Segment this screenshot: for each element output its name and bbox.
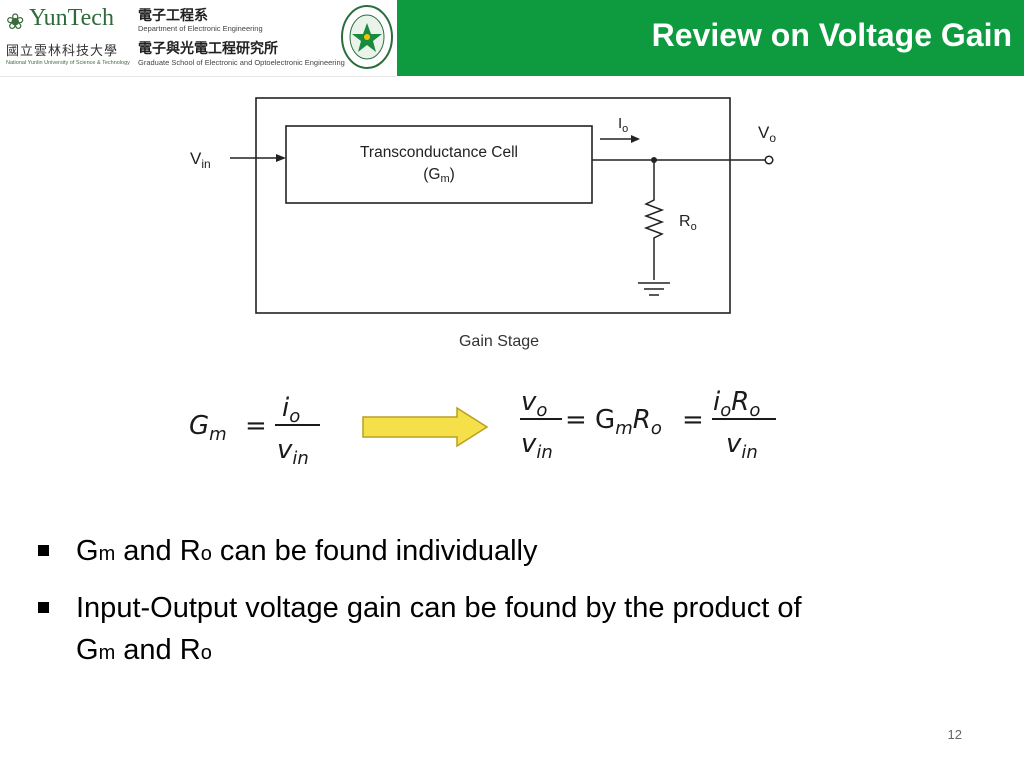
flower-logo-icon: ❀: [6, 9, 25, 34]
formula-vin-1: vin: [277, 435, 309, 469]
formula-io: io: [282, 393, 300, 427]
slide-title: Review on Voltage Gain: [651, 17, 1012, 53]
gain-stage-caption: Gain Stage: [459, 333, 539, 350]
title-bar: Review on Voltage Gain: [397, 0, 1024, 76]
formula-equals-2: =: [682, 405, 704, 435]
formula-io-ro: ioRo: [713, 387, 760, 421]
formula-gm-ro: = GmRo: [565, 405, 662, 439]
cell-label: Transconductance Cell: [360, 144, 518, 161]
formula-equals-1: =: [245, 411, 267, 441]
bullet-square-icon: [38, 545, 49, 556]
gain-stage-diagram: Vin Transconductance Cell (Gm) Vo Io Ro …: [190, 97, 776, 350]
formula-vin-2: vin: [521, 429, 553, 463]
vo-terminal: [764, 155, 774, 165]
gain-formula: Gm = io vin vo vin = GmRo = ioRo vin: [189, 387, 776, 469]
vin-label: Vin: [190, 149, 211, 171]
brand-name: YunTech: [29, 5, 114, 31]
formula-vo: vo: [521, 387, 547, 421]
logo-panel: ❀ YunTech 國立雲林科技大學 National Yunlin Unive…: [0, 0, 396, 77]
bullet-item: Gm and Ro can be found individually: [36, 530, 1011, 575]
department-name-en: Department of Electronic Engineering: [138, 24, 263, 33]
graduate-school-cn: 電子與光電工程研究所: [138, 41, 278, 57]
bullet-square-icon: [38, 602, 49, 613]
vin-arrow-icon: [276, 154, 286, 162]
nyust-seal-icon: [341, 5, 393, 69]
university-name-cn: 國立雲林科技大學: [6, 44, 119, 59]
formula-gm: Gm: [189, 411, 227, 445]
vo-label: Vo: [758, 123, 776, 145]
page-number: 12: [947, 727, 962, 742]
io-arrow-icon: [631, 135, 640, 143]
io-label: Io: [618, 115, 628, 135]
bullet-item: Input-Output voltage gain can be found b…: [36, 587, 1011, 674]
gain-stage-box: [255, 97, 731, 314]
cell-gm-label: (Gm): [423, 166, 455, 185]
bullet-list: Gm and Ro can be found individually Inpu…: [36, 530, 1011, 686]
implies-arrow-icon: [362, 406, 489, 448]
university-name-en: National Yunlin University of Science & …: [6, 60, 130, 66]
ro-label: Ro: [679, 213, 697, 233]
department-name-cn: 電子工程系: [138, 8, 208, 24]
graduate-school-en: Graduate School of Electronic and Optoel…: [138, 58, 345, 67]
transconductance-cell-box: [285, 125, 593, 204]
resistor-ro: [643, 160, 665, 280]
formula-vin-3: vin: [726, 429, 758, 463]
